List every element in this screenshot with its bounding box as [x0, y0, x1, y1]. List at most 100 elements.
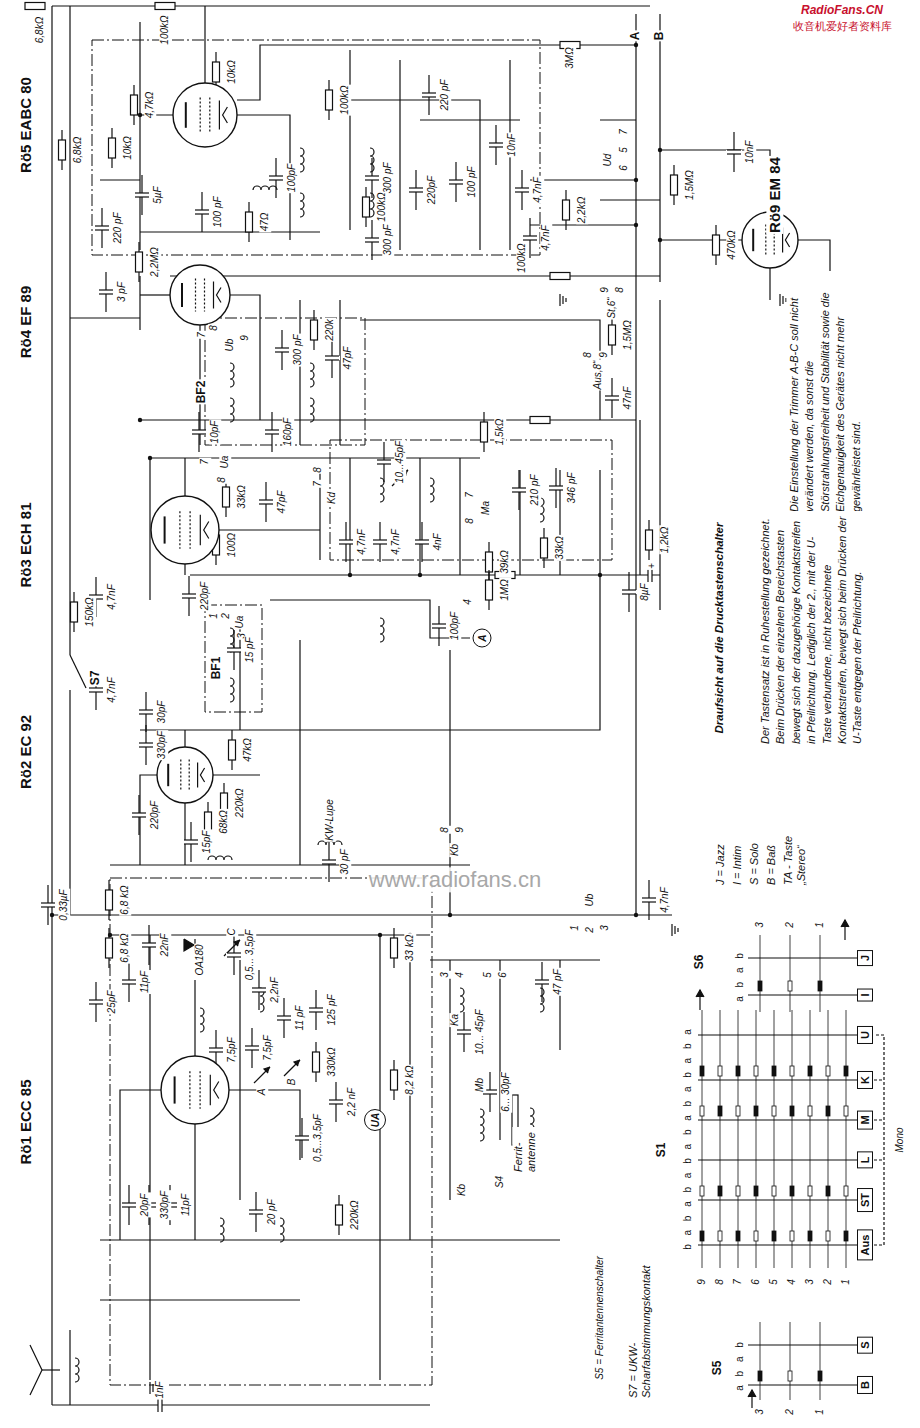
reference-label: S1 [655, 1142, 669, 1159]
contact-strip [820, 935, 821, 1012]
switch-contact [844, 1186, 848, 1196]
tube-heater [223, 107, 228, 123]
wire [360, 320, 600, 420]
junction-dot [634, 178, 638, 182]
trimmer-arrow [284, 1060, 300, 1076]
component-label: 8 [714, 1278, 726, 1286]
reference-label: BF2 [195, 380, 209, 405]
junction-dot [108, 933, 112, 937]
tube-cathode [213, 282, 214, 309]
component-label: 220kΩ [349, 1199, 361, 1230]
mono-bracket [874, 1119, 884, 1120]
capacitor-gap [641, 898, 657, 902]
capacitor-symbol [339, 539, 353, 540]
switch-contact [844, 1066, 848, 1076]
switch-contact [718, 1106, 722, 1116]
capacitor-symbol [249, 1209, 263, 1210]
component-label: 470kΩ [726, 229, 738, 260]
note-text: Der Tastensatz ist in Ruhestellung gezei… [758, 511, 866, 745]
capacitor-symbol [157, 1398, 158, 1412]
resistor-symbol [550, 273, 570, 280]
component-label: 47kΩ [242, 737, 254, 763]
capacitor-symbol [182, 593, 196, 594]
capacitor-gap [268, 176, 284, 180]
capacitor-gap [548, 486, 564, 490]
capacitor-symbol [647, 568, 648, 582]
component-label: 8µF [639, 582, 651, 601]
tube-anode [174, 1076, 176, 1103]
resistor-symbol [313, 1052, 320, 1072]
test-point-circle: A [473, 629, 492, 648]
component-label: 11 pF [294, 1005, 306, 1032]
capacitor-gap [372, 540, 388, 544]
wire [69, 1330, 70, 1405]
switch-contact [788, 981, 792, 991]
wire [194, 980, 195, 1056]
wire [635, 14, 636, 915]
capacitor-symbol [642, 897, 656, 898]
component-label: 7,5pF [226, 1036, 238, 1064]
capacitor-symbol [122, 1206, 136, 1207]
component-label: 330pF [156, 730, 168, 760]
key-button: ST [857, 1188, 873, 1212]
capacitor-symbol [277, 1019, 291, 1020]
capacitor-symbol [365, 241, 379, 242]
shield-outline [92, 40, 540, 255]
capacitor-gap [364, 176, 380, 180]
wire [349, 458, 350, 575]
component-label: 1,5MΩ [622, 319, 634, 351]
component-label: 20pF [139, 1193, 151, 1218]
component-label: 4nF [432, 532, 444, 551]
capacitor-gap [181, 594, 197, 598]
component-label: St,6“ [606, 296, 618, 319]
node-text: M [859, 1115, 871, 1124]
component-label: 100 pF [466, 165, 478, 198]
node-text: UA [370, 1113, 381, 1127]
component-label: 9 [696, 1278, 708, 1286]
component-label: 4,7nF [356, 528, 368, 556]
capacitor-symbol [227, 651, 241, 652]
mono-bracket [874, 1079, 884, 1080]
component-label: S5 = Ferritantennenschalter [594, 1255, 606, 1381]
ground-symbol [677, 928, 678, 932]
component-label: 15 pF [244, 636, 256, 664]
wire [204, 6, 205, 83]
switch-contact [788, 1371, 792, 1381]
capacitor-gap [244, 1046, 260, 1050]
resistor-symbol [136, 252, 143, 272]
component-label: 6,8 kΩ [119, 932, 131, 963]
switch-contact [736, 1066, 740, 1076]
contact-strip [846, 1010, 847, 1268]
switch-contact [790, 1106, 794, 1116]
watermark: 收音机爱好者资料库 [792, 20, 893, 33]
capacitor-symbol [89, 691, 103, 692]
reference-label: S5 [711, 1360, 725, 1377]
resistor-symbol [713, 235, 720, 255]
capacitor-symbol [422, 92, 436, 93]
capacitor-symbol [227, 647, 241, 648]
tube-heater [785, 233, 789, 247]
component-label: 3 pF [116, 281, 128, 303]
tube-heater [200, 768, 204, 782]
switch-contact [772, 1186, 776, 1196]
component-label: 220pF [426, 175, 438, 205]
coil-symbol [208, 856, 232, 860]
switch-contact [808, 1231, 812, 1241]
component-label: 220k [324, 318, 336, 342]
wire [184, 730, 185, 747]
component-label: 39kΩ [499, 549, 511, 575]
component-label: 30 pF [339, 848, 351, 876]
wire [140, 294, 170, 295]
wire [499, 960, 500, 1140]
component-label: 7 [196, 331, 208, 339]
node-text: A [477, 634, 488, 641]
wire [194, 1124, 195, 1240]
capacitor-gap [194, 210, 210, 214]
contact-strip [792, 1010, 793, 1268]
capacitor-gap [138, 710, 154, 714]
capacitor-gap [511, 488, 527, 492]
capacitor-symbol [605, 395, 619, 396]
switch-contact [700, 1231, 704, 1241]
capacitor-gap [94, 226, 110, 230]
switch-contact [754, 1231, 758, 1241]
